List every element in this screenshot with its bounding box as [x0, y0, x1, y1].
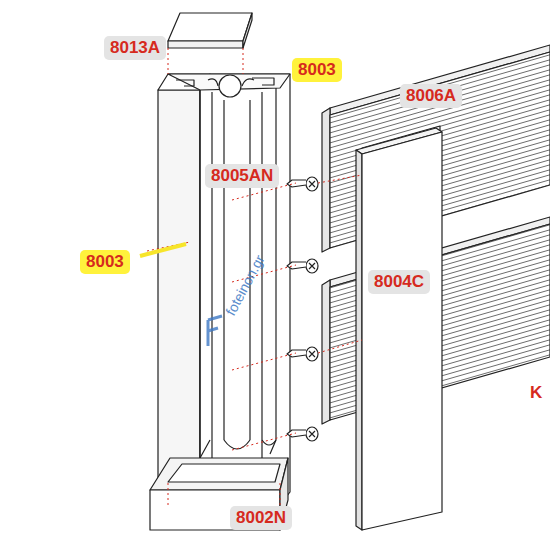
part-number: 8005AN — [205, 164, 279, 188]
part-number: 8003 — [80, 250, 130, 274]
part-number: 8003 — [292, 58, 342, 82]
part-number: 8013A — [104, 36, 166, 60]
cut-off-label: K — [530, 383, 542, 403]
part-number: 8006A — [400, 84, 462, 108]
part-number: 8004C — [368, 270, 430, 294]
part-number: 8002N — [230, 506, 292, 530]
